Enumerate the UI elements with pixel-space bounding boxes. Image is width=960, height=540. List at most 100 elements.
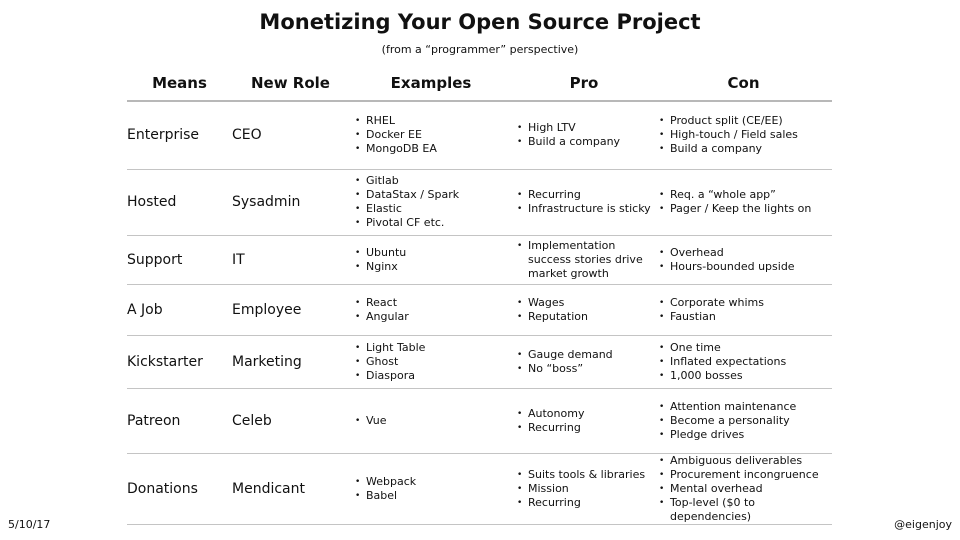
cell-con-list: One timeInflated expectations1,000 bosse… (657, 341, 832, 383)
header-pro: Pro (513, 66, 655, 102)
list-item: Build a company (657, 142, 832, 156)
cell-pro: High LTVBuild a company (513, 101, 655, 170)
list-item: Angular (353, 310, 513, 324)
list-item: Ambiguous deliverables (657, 454, 832, 468)
list-item: Inflated expectations (657, 355, 832, 369)
list-item: Pivotal CF etc. (353, 216, 513, 230)
cell-con: OverheadHours-bounded upside (655, 235, 832, 285)
cell-con-list: OverheadHours-bounded upside (657, 246, 832, 274)
table-row: A JobEmployeeReactAngularWagesReputation… (127, 284, 832, 336)
table-row: KickstarterMarketingLight TableGhostDias… (127, 335, 832, 389)
cell-means: A Job (127, 284, 232, 336)
list-item: High LTV (515, 121, 655, 135)
cell-pro: AutonomyRecurring (513, 388, 655, 454)
cell-con: Ambiguous deliverablesProcurement incong… (655, 453, 832, 525)
cell-means: Donations (127, 453, 232, 525)
list-item: Docker EE (353, 128, 513, 142)
cell-examples-list: Vue (353, 414, 513, 428)
footer-date: 5/10/17 (8, 518, 51, 531)
list-item: Vue (353, 414, 513, 428)
list-item: Attention maintenance (657, 400, 832, 414)
list-item: Babel (353, 489, 513, 503)
cell-examples-list: UbuntuNginx (353, 246, 513, 274)
list-item: Wages (515, 296, 655, 310)
table-row: SupportITUbuntuNginxImplementation succe… (127, 235, 832, 285)
cell-new-role: Mendicant (232, 453, 349, 525)
cell-pro-list: WagesReputation (515, 296, 655, 324)
list-item: Pledge drives (657, 428, 832, 442)
list-item: Pager / Keep the lights on (657, 202, 832, 216)
table-row: EnterpriseCEORHELDocker EEMongoDB EAHigh… (127, 101, 832, 170)
cell-con: Product split (CE/EE)High-touch / Field … (655, 101, 832, 170)
list-item: One time (657, 341, 832, 355)
list-item: High-touch / Field sales (657, 128, 832, 142)
cell-con-list: Ambiguous deliverablesProcurement incong… (657, 454, 832, 524)
list-item: Recurring (515, 421, 655, 435)
table-row: DonationsMendicantWebpackBabelSuits tool… (127, 453, 832, 525)
cell-con: Req. a “whole app”Pager / Keep the light… (655, 169, 832, 236)
header-means: Means (127, 66, 232, 102)
list-item: Infrastructure is sticky (515, 202, 655, 216)
cell-means: Hosted (127, 169, 232, 236)
footer-handle: @eigenjoy (894, 518, 952, 531)
list-item: Reputation (515, 310, 655, 324)
cell-examples: Light TableGhostDiaspora (349, 335, 513, 389)
list-item: Gauge demand (515, 348, 655, 362)
monetization-table: Means New Role Examples Pro Con Enterpri… (127, 66, 832, 525)
cell-pro: Implementation success stories drive mar… (513, 235, 655, 285)
cell-new-role: Marketing (232, 335, 349, 389)
header-con: Con (655, 66, 832, 102)
cell-con-list: Corporate whimsFaustian (657, 296, 832, 324)
list-item: Autonomy (515, 407, 655, 421)
slide-title: Monetizing Your Open Source Project (259, 10, 701, 34)
cell-examples-list: WebpackBabel (353, 475, 513, 503)
cell-examples-list: ReactAngular (353, 296, 513, 324)
cell-examples: GitlabDataStax / SparkElasticPivotal CF … (349, 169, 513, 236)
list-item: Ubuntu (353, 246, 513, 260)
list-item: Elastic (353, 202, 513, 216)
list-item: Implementation success stories drive mar… (515, 239, 655, 281)
cell-examples: WebpackBabel (349, 453, 513, 525)
list-item: Product split (CE/EE) (657, 114, 832, 128)
list-item: Diaspora (353, 369, 513, 383)
cell-pro-list: Implementation success stories drive mar… (515, 239, 655, 281)
list-item: Ghost (353, 355, 513, 369)
slide-subtitle: (from a “programmer” perspective) (381, 43, 579, 56)
cell-new-role: Celeb (232, 388, 349, 454)
header-examples: Examples (349, 66, 513, 102)
cell-pro-list: Suits tools & librariesMissionRecurring (515, 468, 655, 510)
list-item: Mental overhead (657, 482, 832, 496)
cell-con: Attention maintenanceBecome a personalit… (655, 388, 832, 454)
cell-new-role: Sysadmin (232, 169, 349, 236)
list-item: Suits tools & libraries (515, 468, 655, 482)
cell-means: Kickstarter (127, 335, 232, 389)
list-item: 1,000 bosses (657, 369, 832, 383)
cell-pro: Gauge demandNo “boss” (513, 335, 655, 389)
cell-con-list: Attention maintenanceBecome a personalit… (657, 400, 832, 442)
list-item: Recurring (515, 188, 655, 202)
list-item: Hours-bounded upside (657, 260, 832, 274)
cell-new-role: CEO (232, 101, 349, 170)
header-new-role: New Role (232, 66, 349, 102)
cell-pro: WagesReputation (513, 284, 655, 336)
cell-means: Patreon (127, 388, 232, 454)
list-item: Recurring (515, 496, 655, 510)
cell-examples: RHELDocker EEMongoDB EA (349, 101, 513, 170)
list-item: Faustian (657, 310, 832, 324)
cell-pro-list: RecurringInfrastructure is sticky (515, 188, 655, 216)
cell-examples: Vue (349, 388, 513, 454)
cell-examples: ReactAngular (349, 284, 513, 336)
cell-pro-list: Gauge demandNo “boss” (515, 348, 655, 376)
list-item: Become a personality (657, 414, 832, 428)
list-item: Req. a “whole app” (657, 188, 832, 202)
list-item: Webpack (353, 475, 513, 489)
cell-examples-list: GitlabDataStax / SparkElasticPivotal CF … (353, 174, 513, 230)
cell-new-role: IT (232, 235, 349, 285)
cell-con: Corporate whimsFaustian (655, 284, 832, 336)
list-item: Procurement incongruence (657, 468, 832, 482)
cell-con-list: Product split (CE/EE)High-touch / Field … (657, 114, 832, 156)
list-item: Mission (515, 482, 655, 496)
list-item: DataStax / Spark (353, 188, 513, 202)
list-item: Top-level ($0 to dependencies) (657, 496, 832, 524)
